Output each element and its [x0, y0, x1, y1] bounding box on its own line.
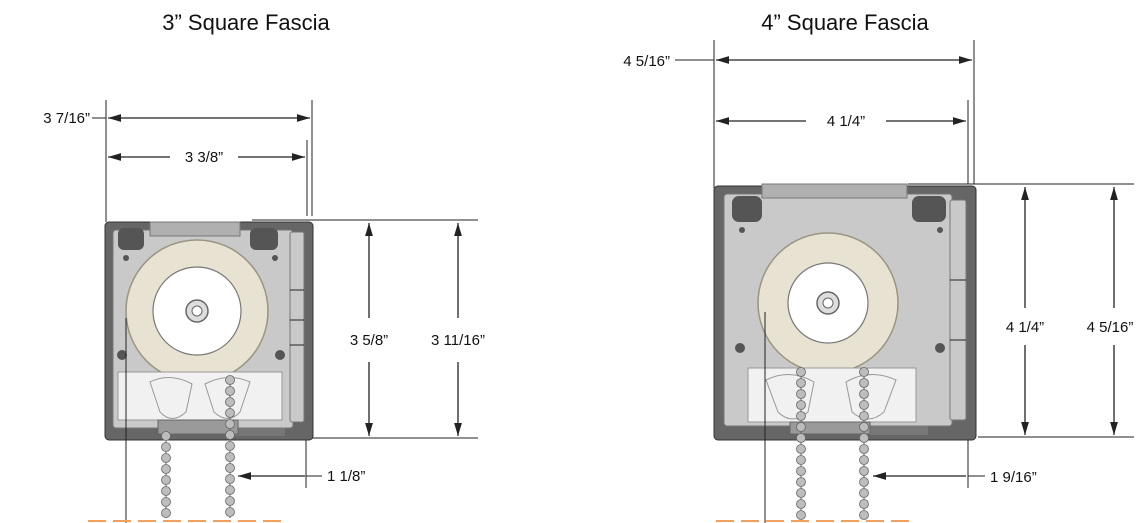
chain-bead	[796, 488, 806, 498]
left-chain-offset-dimension: 1 1/8”	[238, 440, 365, 488]
chain-bead	[161, 486, 171, 496]
right-fabric-roll	[757, 232, 899, 374]
chain-bead	[796, 422, 806, 432]
chain-bead	[225, 375, 235, 385]
chain-bead	[161, 497, 171, 507]
chain-bead	[859, 422, 869, 432]
chain-bead	[859, 400, 869, 410]
right-chain-front	[796, 367, 806, 520]
left-overall-height-dimension: 3 11/16”	[384, 219, 485, 439]
chain-bead	[796, 367, 806, 377]
chain-bead	[225, 419, 235, 429]
right-title: 4” Square Fascia	[761, 10, 929, 35]
chain-bead	[796, 466, 806, 476]
chain-bead	[859, 466, 869, 476]
left-fabric-roll	[125, 239, 269, 383]
chain-bead	[161, 431, 171, 441]
left-fascia-group: 3” Square Fascia 3 7/16” 3 3/8”	[43, 10, 485, 523]
chain-bead	[225, 496, 235, 506]
right-inner-height-dimension: 4 1/4”	[908, 183, 1045, 438]
chain-bead	[225, 452, 235, 462]
left-inner-width-dimension: 3 3/8”	[108, 140, 308, 216]
right-inner-width-dimension: 4 1/4”	[716, 100, 969, 184]
chain-bead	[225, 463, 235, 473]
chain-bead	[859, 411, 869, 421]
right-overall-height-dimension: 4 5/16”	[1045, 183, 1134, 438]
left-inner-height-dimension: 3 5/8”	[252, 219, 388, 439]
right-inner-width-label: 4 1/4”	[827, 113, 865, 130]
chain-bead	[225, 485, 235, 495]
chain-bead	[796, 510, 806, 520]
chain-bead	[161, 442, 171, 452]
left-overall-width-label: 3 7/16”	[43, 110, 90, 127]
chain-bead	[796, 411, 806, 421]
chain-bead	[796, 444, 806, 454]
right-overall-width-dimension: 4 5/16”	[623, 40, 975, 188]
chain-bead	[859, 488, 869, 498]
left-chain-offset-label: 1 1/8”	[327, 468, 365, 485]
left-overall-width-dimension: 3 7/16”	[43, 100, 313, 222]
chain-bead	[796, 378, 806, 388]
right-inner-height-label: 4 1/4”	[1006, 319, 1044, 336]
chain-bead	[859, 499, 869, 509]
chain-bead	[859, 378, 869, 388]
chain-bead	[161, 475, 171, 485]
chain-bead	[796, 477, 806, 487]
chain-bead	[859, 433, 869, 443]
chain-bead	[225, 441, 235, 451]
left-inner-width-label: 3 3/8”	[185, 149, 223, 166]
left-bead-chains	[125, 318, 235, 523]
chain-bead	[859, 510, 869, 520]
left-chain-front	[161, 431, 171, 518]
chain-bead	[859, 477, 869, 487]
chain-bead	[859, 455, 869, 465]
chain-bead	[859, 444, 869, 454]
chain-bead	[161, 453, 171, 463]
left-overall-height-label: 3 11/16”	[431, 332, 485, 349]
right-overall-height-label: 4 5/16”	[1087, 319, 1134, 336]
right-overall-width-label: 4 5/16”	[623, 53, 670, 70]
chain-bead	[796, 499, 806, 509]
right-bead-chains	[764, 312, 869, 523]
chain-bead	[161, 464, 171, 474]
right-fascia-group: 4” Square Fascia 4 5/16” 4 1/4”	[623, 10, 1134, 523]
chain-bead	[796, 400, 806, 410]
right-chain-offset-dimension: 1 9/16”	[873, 440, 1037, 488]
chain-bead	[225, 397, 235, 407]
chain-bead	[225, 507, 235, 517]
chain-bead	[796, 389, 806, 399]
chain-bead	[225, 408, 235, 418]
chain-bead	[859, 367, 869, 377]
left-inner-height-label: 3 5/8”	[350, 332, 388, 349]
chain-bead	[225, 474, 235, 484]
chain-bead	[161, 508, 171, 518]
chain-bead	[225, 430, 235, 440]
right-chain-rear	[859, 367, 869, 520]
chain-bead	[796, 433, 806, 443]
chain-bead	[796, 455, 806, 465]
chain-bead	[859, 389, 869, 399]
right-chain-offset-label: 1 9/16”	[990, 469, 1037, 486]
chain-bead	[225, 386, 235, 396]
left-title: 3” Square Fascia	[162, 10, 330, 35]
left-chain-rear	[225, 375, 235, 518]
